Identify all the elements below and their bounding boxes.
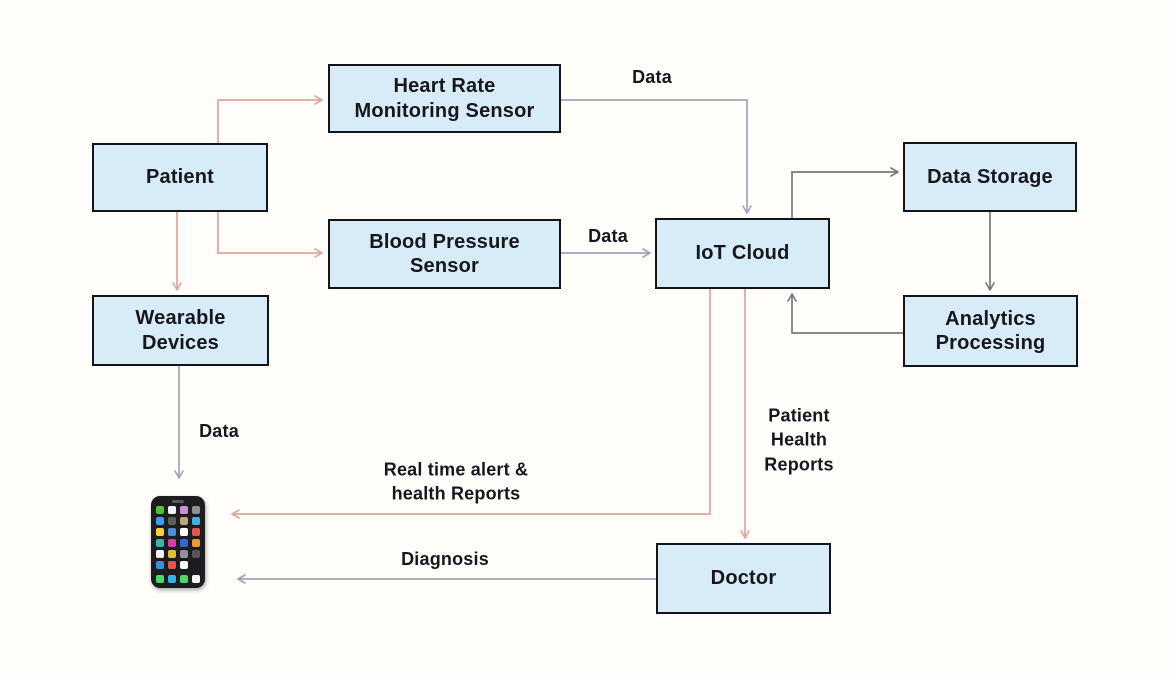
phone-app-icon xyxy=(167,517,176,525)
node-analytics-processing: Analytics Processing xyxy=(903,295,1078,367)
node-iot-cloud: IoT Cloud xyxy=(655,218,830,289)
phone-app-icon xyxy=(155,517,164,525)
phone-app-icon xyxy=(155,539,164,547)
phone-dock-icon xyxy=(192,575,201,583)
phone-app-icon xyxy=(167,539,176,547)
node-label-iot-cloud: IoT Cloud xyxy=(695,242,790,265)
phone-app-icon xyxy=(155,550,164,558)
node-label-heart-rate-sensor: Heart Rate Monitoring Sensor xyxy=(354,75,535,122)
phone-app-icon xyxy=(167,550,176,558)
node-label-patient: Patient xyxy=(145,166,215,189)
phone-app-icon xyxy=(180,517,189,525)
phone-app-icon xyxy=(180,506,189,514)
node-blood-pressure-sensor: Blood Pressure Sensor xyxy=(328,219,561,289)
phone-app-icon xyxy=(180,561,189,569)
node-label-wearable-devices: Wearable Devices xyxy=(135,307,226,354)
phone-dock-icon xyxy=(167,575,176,583)
edge-patient-to-heart-rate xyxy=(217,95,323,143)
edge-label-patient-health-reports: Patient Health Reports xyxy=(764,405,834,475)
phone-app-grid xyxy=(155,506,201,569)
phone-app-icon xyxy=(192,550,201,558)
edge-label-data-blood-pressure: Data xyxy=(588,225,628,246)
node-doctor: Doctor xyxy=(656,543,831,614)
smartphone-icon xyxy=(151,496,205,588)
edge-label-data-heart-rate: Data xyxy=(632,66,672,87)
node-wearable-devices: Wearable Devices xyxy=(92,295,269,366)
phone-screen xyxy=(155,506,201,583)
phone-app-icon xyxy=(192,528,201,536)
edge-patient-to-blood-pressure xyxy=(217,212,323,258)
edge-analytics-to-iot xyxy=(787,293,903,334)
edge-label-realtime-alert: Real time alert & health Reports xyxy=(383,459,529,504)
phone-app-icon xyxy=(192,539,201,547)
phone-app-icon xyxy=(167,561,176,569)
phone-app-icon xyxy=(192,561,200,569)
phone-dock-icon xyxy=(180,575,189,583)
node-data-storage: Data Storage xyxy=(903,142,1077,212)
phone-app-icon xyxy=(180,528,189,536)
edge-label-data-wearable: Data xyxy=(199,420,239,441)
node-heart-rate-sensor: Heart Rate Monitoring Sensor xyxy=(328,64,561,133)
edge-iot-to-data-storage xyxy=(791,167,899,218)
node-label-analytics-processing: Analytics Processing xyxy=(935,307,1046,354)
edge-heart-rate-to-iot xyxy=(561,99,752,214)
phone-app-icon xyxy=(155,528,164,536)
phone-dock-icon xyxy=(155,575,164,583)
phone-app-icon xyxy=(192,517,201,525)
edge-label-diagnosis: Diagnosis xyxy=(401,548,489,569)
phone-app-icon xyxy=(155,506,164,514)
node-label-doctor: Doctor xyxy=(710,567,777,590)
phone-app-icon xyxy=(167,506,176,514)
phone-app-icon xyxy=(180,550,189,558)
phone-speaker xyxy=(172,500,184,503)
node-label-data-storage: Data Storage xyxy=(927,165,1053,188)
phone-app-icon xyxy=(180,539,189,547)
phone-app-icon xyxy=(167,528,176,536)
node-label-blood-pressure-sensor: Blood Pressure Sensor xyxy=(369,230,520,277)
phone-app-icon xyxy=(155,561,164,569)
phone-dock xyxy=(155,575,201,583)
phone-app-icon xyxy=(192,506,201,514)
node-patient: Patient xyxy=(92,143,268,212)
